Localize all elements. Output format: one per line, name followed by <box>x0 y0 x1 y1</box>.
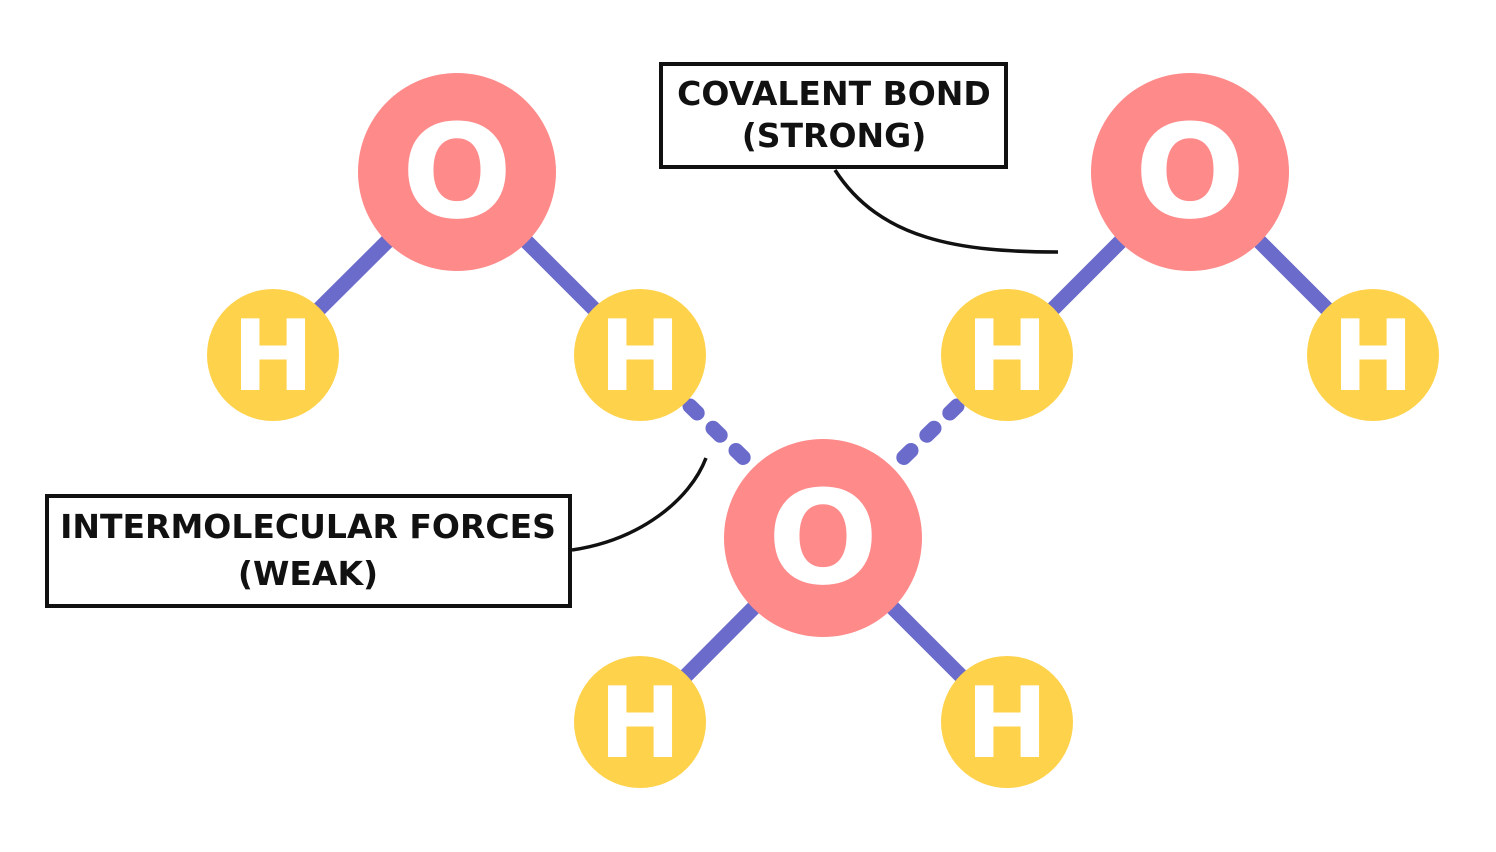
label-text: COVALENT BOND <box>677 74 991 113</box>
label-box <box>659 62 1008 169</box>
label-text: INTERMOLECULAR FORCES <box>60 507 556 546</box>
label-text: (WEAK) <box>238 554 378 593</box>
hydrogen-symbol: H <box>1332 300 1414 414</box>
oxygen-atom: O <box>724 439 922 637</box>
label-text: (STRONG) <box>742 116 927 155</box>
leader-line <box>833 169 1059 254</box>
hydrogen-atom: H <box>574 656 706 788</box>
hydrogen-symbol: H <box>232 300 314 414</box>
hydrogen-symbol: H <box>966 300 1048 414</box>
hydrogen-circle <box>574 289 706 421</box>
leader-line <box>571 457 708 552</box>
hydrogen-circle <box>1307 289 1439 421</box>
hydrogen-atom: H <box>941 656 1073 788</box>
hydrogen-atom: H <box>941 289 1073 421</box>
oxygen-circle <box>724 439 922 637</box>
oxygen-circle <box>1091 73 1289 271</box>
hydrogen-atom: H <box>207 289 339 421</box>
hydrogen-atom: H <box>1307 289 1439 421</box>
hydrogen-circle <box>941 289 1073 421</box>
hydrogen-circle <box>207 289 339 421</box>
intermolecular-force-dashed <box>887 398 965 474</box>
oxygen-symbol: O <box>768 462 879 614</box>
hydrogen-circle <box>574 656 706 788</box>
label-box <box>45 494 572 608</box>
oxygen-atom: O <box>1091 73 1289 271</box>
oxygen-symbol: O <box>402 96 513 248</box>
hydrogen-symbol: H <box>966 667 1048 781</box>
hydrogen-symbol: H <box>599 300 681 414</box>
hydrogen-circle <box>941 656 1073 788</box>
oxygen-symbol: O <box>1135 96 1246 248</box>
hydrogen-atom: H <box>574 289 706 421</box>
intermolecular-force-dashed <box>682 398 760 474</box>
covalent-bond-callout: COVALENT BOND (STRONG) <box>659 62 1059 254</box>
intermolecular-forces-callout: INTERMOLECULAR FORCES (WEAK) <box>45 457 708 608</box>
oxygen-circle <box>358 73 556 271</box>
oxygen-atom: O <box>358 73 556 271</box>
hydrogen-symbol: H <box>599 667 681 781</box>
